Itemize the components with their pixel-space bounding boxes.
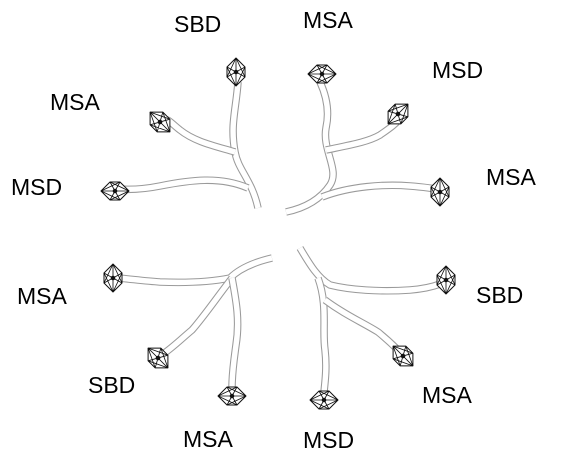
arm-msa — [430, 177, 450, 207]
branch-lines — [285, 80, 441, 216]
label-sbd-lower-left: SBD — [88, 372, 136, 398]
label-msa-upper-right-top: MSA — [303, 7, 353, 33]
arm-sbd — [226, 57, 246, 87]
label-msa-lower-left-side: MSA — [17, 283, 67, 309]
arm-msa — [217, 386, 247, 406]
branch-lines — [117, 81, 262, 209]
label-sbd-upper-left: SBD — [174, 11, 222, 37]
polyhedron-icon — [147, 347, 169, 369]
label-sbd-lower-right: SBD — [476, 282, 524, 308]
label-msd-lower-right: MSD — [303, 427, 355, 453]
arm-msd — [309, 390, 339, 410]
arm-msa — [392, 345, 414, 367]
arm-msd — [100, 181, 130, 201]
dendron-upper-right — [285, 64, 450, 216]
label-msa-lower-left-bottom: MSA — [183, 426, 233, 452]
polyhedron-icon — [436, 265, 456, 295]
polyhedron-icon — [307, 64, 337, 84]
arm-msa — [149, 111, 171, 133]
polyhedron-icon — [309, 390, 339, 410]
label-msa-upper-left: MSA — [50, 89, 100, 115]
branch-lines — [296, 246, 442, 393]
dendron-upper-left — [100, 57, 262, 209]
polyhedron-icon — [217, 386, 247, 406]
arm-msa — [103, 263, 123, 293]
label-msd-upper-right: MSD — [432, 57, 484, 83]
arm-msd — [387, 103, 409, 125]
polyhedron-icon — [103, 263, 123, 293]
dendron-lower-right — [296, 246, 456, 410]
polyhedron-icon — [100, 181, 130, 201]
arm-sbd — [436, 265, 456, 295]
polyhedron-icon — [387, 103, 409, 125]
dendron-lower-left — [103, 254, 273, 406]
polyhedron-icon — [226, 57, 246, 87]
arm-sbd — [147, 347, 169, 369]
polyhedron-icon — [430, 177, 450, 207]
arm-msa — [307, 64, 337, 84]
polyhedron-icon — [392, 345, 414, 367]
label-msa-upper-right-side: MSA — [486, 164, 536, 190]
label-msa-lower-right: MSA — [422, 382, 472, 408]
label-msd-upper-left: MSD — [11, 174, 63, 200]
branch-lines — [117, 254, 273, 389]
polyhedron-icon — [149, 111, 171, 133]
